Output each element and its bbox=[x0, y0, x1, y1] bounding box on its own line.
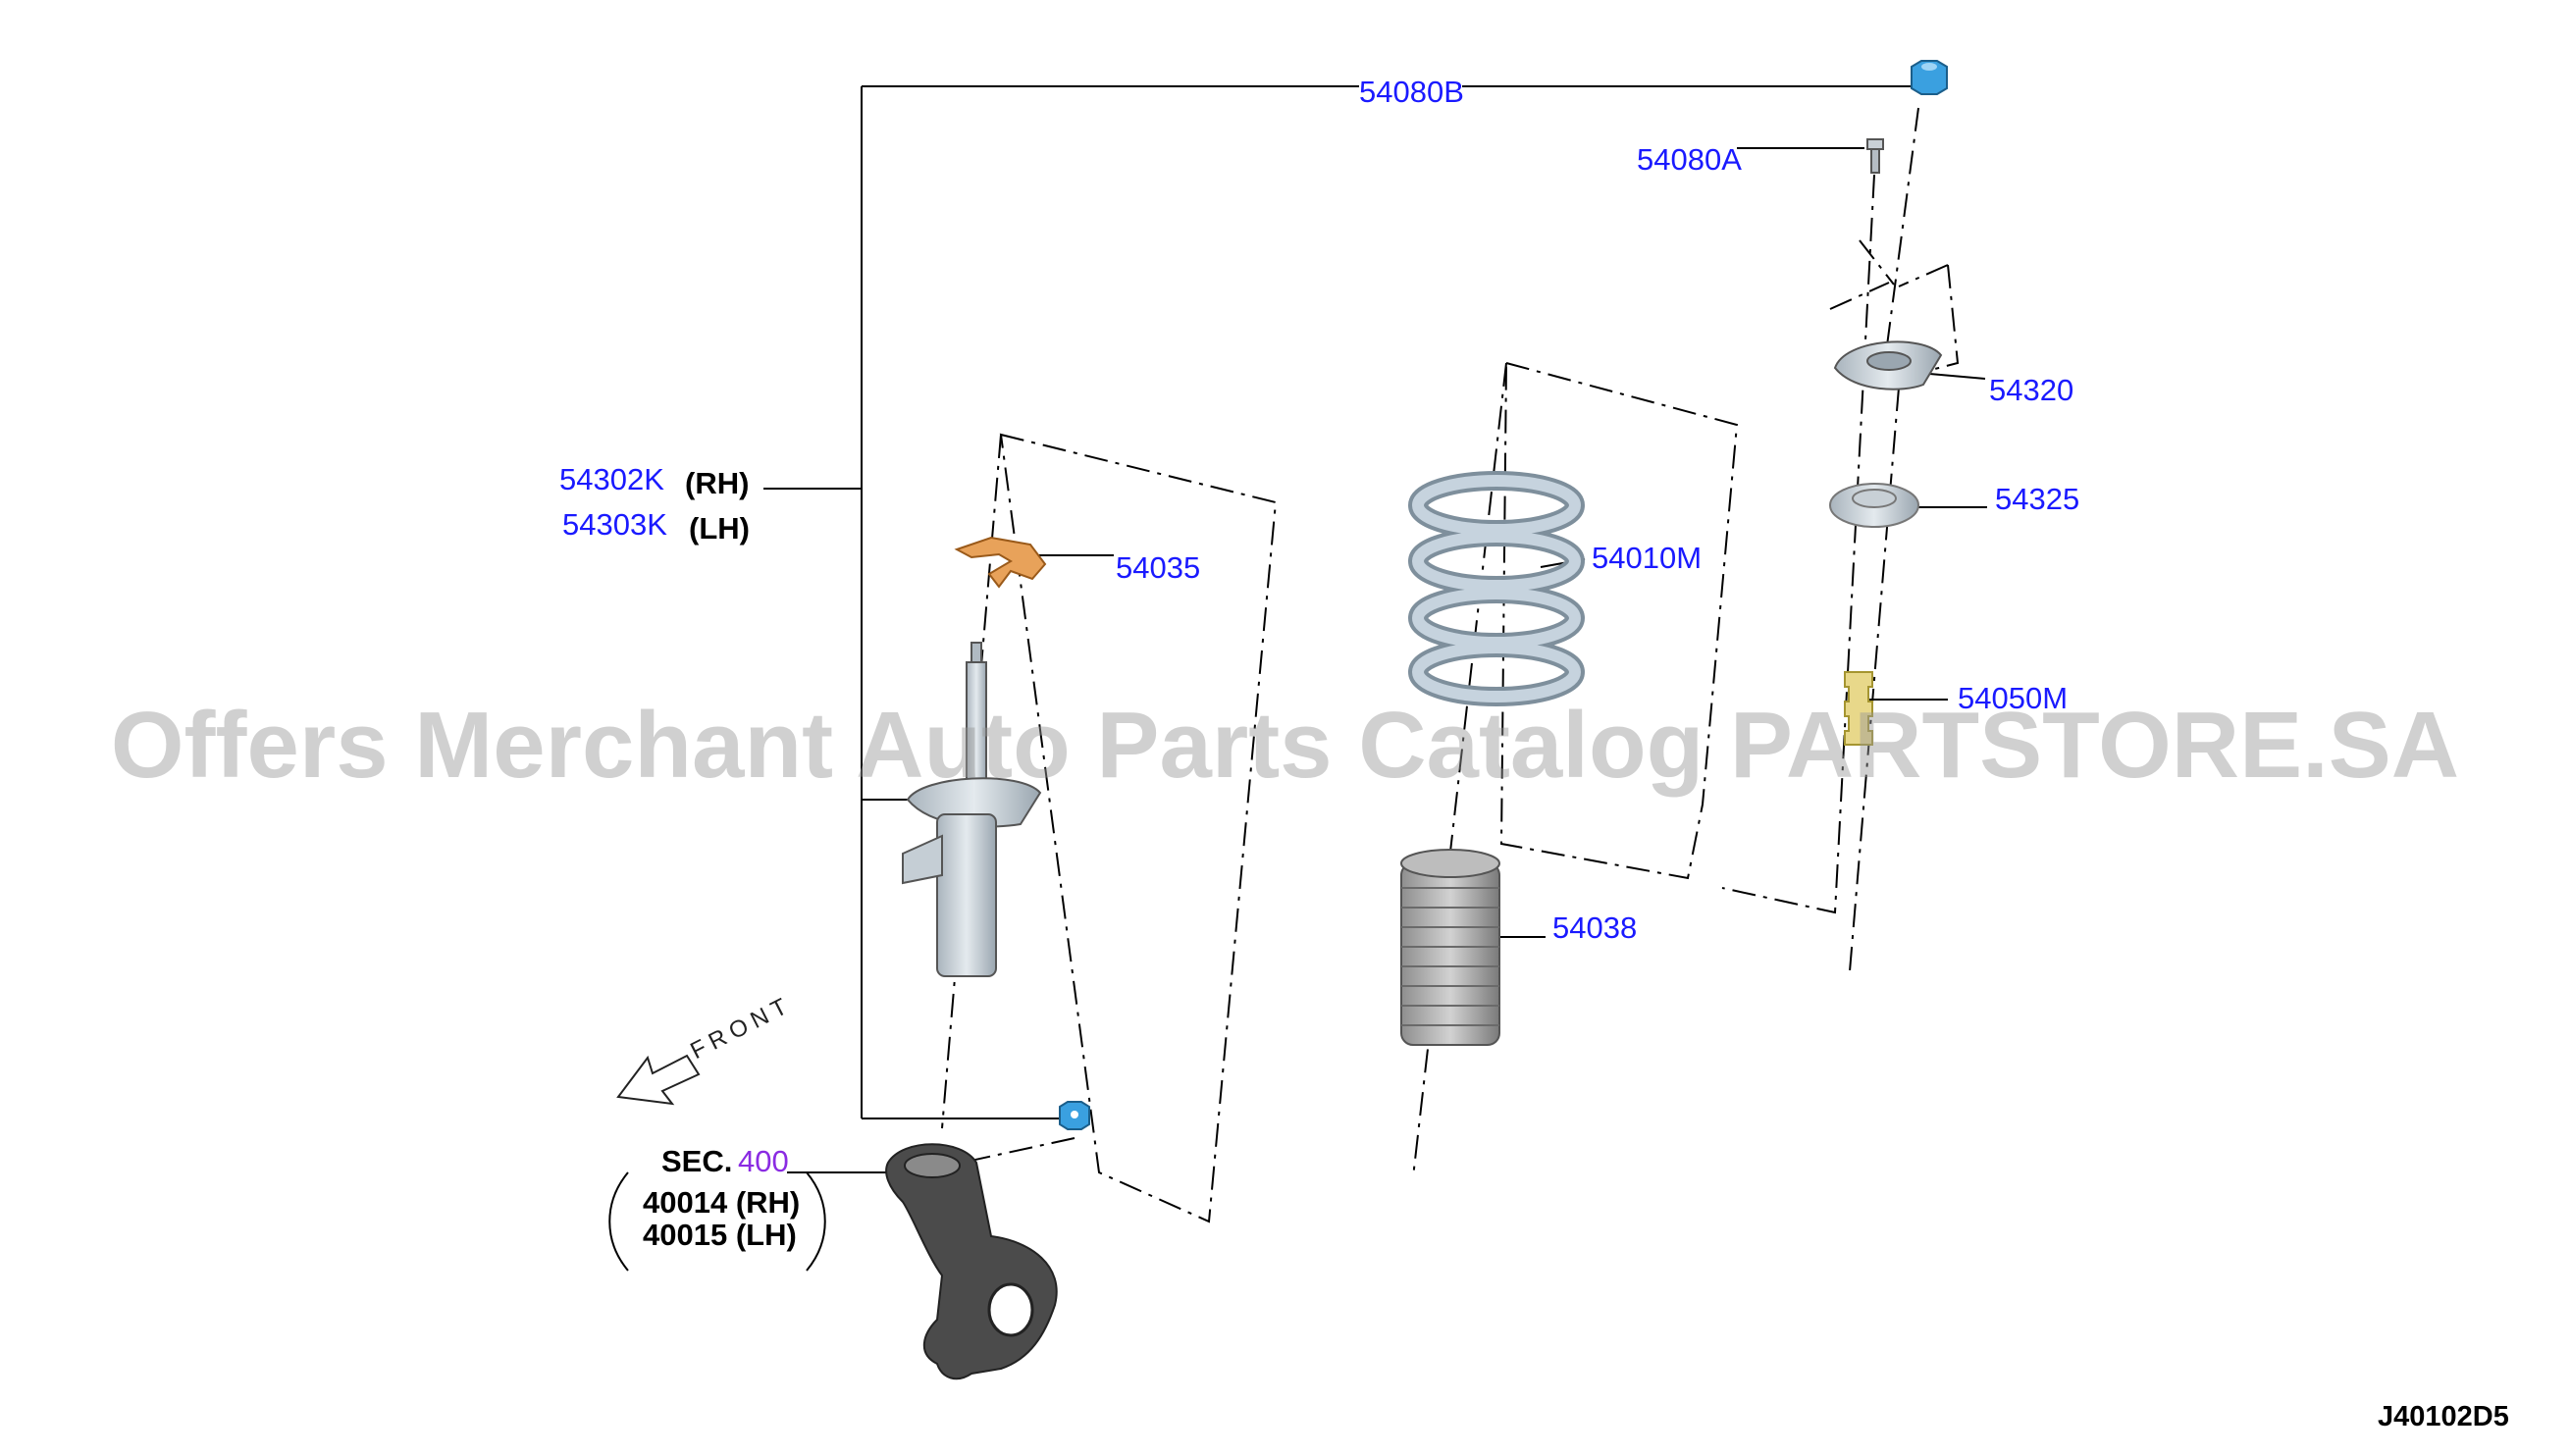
diagram-code: J40102D5 bbox=[2378, 1401, 2509, 1432]
part-label-54035[interactable]: 54035 bbox=[1116, 550, 1201, 585]
part-label-54320[interactable]: 54320 bbox=[1989, 373, 2074, 407]
assembly-bracket bbox=[763, 85, 1914, 1119]
bracket-54035-icon bbox=[954, 536, 1047, 589]
front-arrow-icon bbox=[616, 1054, 701, 1106]
part-label-54302k[interactable]: 54302K bbox=[559, 462, 664, 496]
bolt-54080a-icon bbox=[1866, 138, 1884, 174]
dust-boot-54038-icon bbox=[1400, 849, 1500, 1046]
part-label-54080a[interactable]: 54080A bbox=[1637, 142, 1742, 177]
part-label-54303k[interactable]: 54303K bbox=[562, 507, 667, 542]
bump-stop-54050m-icon bbox=[1844, 671, 1873, 746]
part-label-54080b[interactable]: 54080B bbox=[1359, 75, 1464, 109]
sec-left-paren bbox=[608, 1171, 629, 1272]
steering-knuckle-icon bbox=[885, 1143, 1058, 1380]
part-label-54038[interactable]: 54038 bbox=[1552, 910, 1638, 945]
sec-part-lh: 40015 (LH) bbox=[643, 1218, 797, 1252]
nut-knuckle-icon bbox=[1059, 1101, 1090, 1130]
sec-prefix: SEC. bbox=[661, 1144, 733, 1178]
coil-spring-54010m-icon bbox=[1408, 471, 1585, 706]
strut-mount-54320-icon bbox=[1833, 340, 1943, 390]
assembly-outlines bbox=[941, 107, 1960, 1223]
nut-54080b-icon bbox=[1911, 60, 1948, 95]
sec-right-paren bbox=[806, 1171, 826, 1272]
part-label-54325[interactable]: 54325 bbox=[1995, 482, 2080, 516]
strut-assembly-icon bbox=[902, 642, 1042, 977]
bearing-54325-icon bbox=[1829, 483, 1919, 528]
sec-number-link[interactable]: 400 bbox=[738, 1144, 789, 1178]
side-label-lh: (LH) bbox=[689, 511, 750, 546]
part-label-54050m[interactable]: 54050M bbox=[1958, 681, 2069, 715]
sec-part-rh: 40014 (RH) bbox=[643, 1185, 801, 1220]
leader-lines bbox=[787, 147, 1987, 1173]
side-label-rh: (RH) bbox=[685, 466, 750, 500]
part-label-54010m[interactable]: 54010M bbox=[1592, 541, 1703, 575]
